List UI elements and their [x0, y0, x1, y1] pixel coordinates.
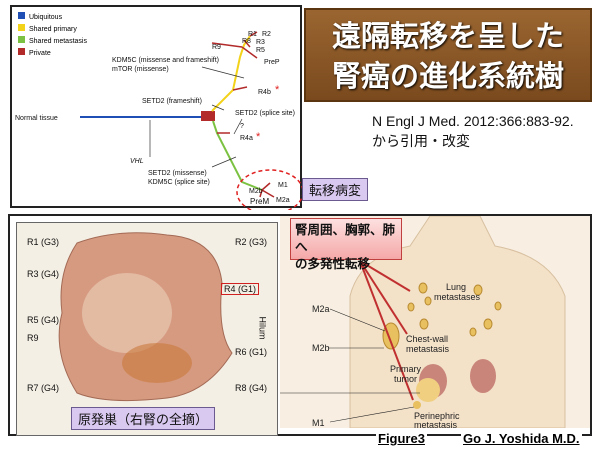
svg-text:R4a: R4a — [240, 135, 253, 142]
slide-title: 遠隔転移を呈した 腎癌の進化系統樹 — [304, 8, 592, 102]
lung-label-2: metastases — [434, 292, 481, 302]
region-r8: R8 (G4) — [235, 383, 268, 393]
metastasis-circle — [236, 169, 304, 215]
phylogenetic-tree: Ubiquitous Shared primary Shared metasta… — [15, 12, 304, 215]
normal-tissue-label: Normal tissue — [15, 115, 58, 122]
setd2-frameshift-label: SETD2 (frameshift) — [142, 98, 202, 105]
primary-label: Primary — [390, 364, 421, 374]
legend: Ubiquitous Shared primary Shared metasta… — [18, 12, 87, 57]
legend-swatch-shared-metastasis — [18, 36, 25, 43]
legend-shared-metastasis: Shared metastasis — [29, 38, 87, 45]
author-label: Go J. Yoshida M.D. — [461, 431, 582, 446]
star-r4b: * — [275, 84, 280, 96]
region-r7: R7 (G4) — [27, 383, 60, 393]
region-r6: R6 (G1) — [235, 347, 268, 357]
svg-text:R4b: R4b — [258, 89, 271, 96]
region-r5: R5 (G4) — [27, 315, 60, 325]
title-line-2: 腎癌の進化系統樹 — [331, 59, 564, 93]
m1-label: M1 — [312, 418, 325, 428]
body-illustration: Lung metastases Chest-wall metastasis Pr… — [280, 216, 590, 428]
setd2-splice-label: SETD2 (splice site) — [235, 110, 295, 117]
metastasis-label: 転移病変 — [302, 178, 369, 201]
svg-text:R2: R2 — [262, 31, 271, 38]
callout-arrows — [359, 260, 414, 401]
tumor-photo — [58, 232, 233, 402]
primary-label-2: tumor — [394, 374, 418, 384]
kdm5c-mutation-label: KDM5C (missense and frameshift) — [112, 57, 219, 64]
primary-tumor-label: 原発巣（右腎の全摘） — [71, 407, 216, 430]
trunk-node — [201, 111, 215, 121]
perinephric-label: Perinephric — [414, 411, 460, 421]
m2a-label: M2a — [312, 304, 330, 314]
phylogenetic-tree-panel: Ubiquitous Shared primary Shared metasta… — [10, 5, 304, 215]
svg-text:R3: R3 — [256, 39, 265, 46]
perinephric-label-2: metastasis — [414, 420, 458, 428]
shared-metastasis-branch — [212, 120, 263, 191]
svg-text:M1: M1 — [278, 182, 288, 189]
star-r4a: * — [256, 131, 261, 143]
primary-tumor — [416, 378, 440, 402]
citation-note: から引用・改変 — [372, 133, 470, 149]
region-r2: R2 (G3) — [235, 237, 268, 247]
perinephric-metastasis — [413, 401, 421, 409]
region-r1: R1 (G3) — [27, 237, 60, 247]
legend-swatch-private — [18, 48, 25, 55]
question-mark: ? — [240, 123, 244, 130]
legend-swatch-ubiquitous — [18, 12, 25, 19]
chest-wall-label: Chest-wall — [406, 334, 449, 344]
region-r4: R4 (G1) — [221, 283, 260, 295]
legend-shared-primary: Shared primary — [29, 26, 77, 33]
kdm5c-splice-label: KDM5C (splice site) — [148, 179, 210, 186]
svg-text:M2a: M2a — [276, 197, 290, 204]
private-branches — [211, 31, 275, 198]
multiple-metastasis-callout: 腎周囲、胸郭、肺へ の多発性転移 — [290, 218, 402, 271]
svg-text:R8: R8 — [242, 38, 251, 45]
vhl-label: VHL — [130, 158, 144, 165]
svg-text:PreP: PreP — [264, 59, 280, 66]
callout-line-1: 腎周囲、胸郭、肺へ — [295, 222, 396, 254]
torso-drawing — [280, 216, 566, 428]
primary-tumor-panel: R1 (G3) R2 (G3) R3 (G4) R4 (G1) R5 (G4) … — [16, 222, 278, 436]
svg-text:R9: R9 — [212, 44, 221, 51]
prem-label: PreM — [250, 197, 269, 206]
figure-label: Figure3 — [376, 431, 427, 446]
left-kidney — [470, 359, 496, 393]
hilum-label: Hilum — [257, 316, 268, 340]
svg-text:M2b: M2b — [249, 188, 263, 195]
legend-private: Private — [29, 50, 51, 57]
m2b-label: M2b — [312, 343, 330, 353]
lung-metastases — [407, 282, 502, 337]
citation-journal: N Engl J Med. 2012:366:883-92. — [372, 113, 574, 129]
mtor-mutation-label: mTOR (missense) — [112, 66, 169, 73]
title-line-1: 遠隔転移を呈した — [331, 19, 564, 53]
svg-text:R1: R1 — [248, 31, 257, 38]
setd2-missense-label: SETD2 (missense) — [148, 170, 207, 177]
svg-text:R5: R5 — [256, 47, 265, 54]
callout-line-2: の多発性転移 — [295, 256, 371, 271]
tree-labels: Normal tissue VHL KDM5C (missense and fr… — [15, 31, 295, 206]
region-r3: R3 (G4) — [27, 269, 60, 279]
legend-swatch-shared-primary — [18, 24, 25, 31]
legend-ubiquitous: Ubiquitous — [29, 14, 63, 21]
chest-wall-label-2: metastasis — [406, 344, 450, 354]
annotation-arrows — [149, 66, 245, 168]
region-r9: R9 — [27, 333, 39, 343]
lung-label: Lung — [446, 282, 467, 292]
